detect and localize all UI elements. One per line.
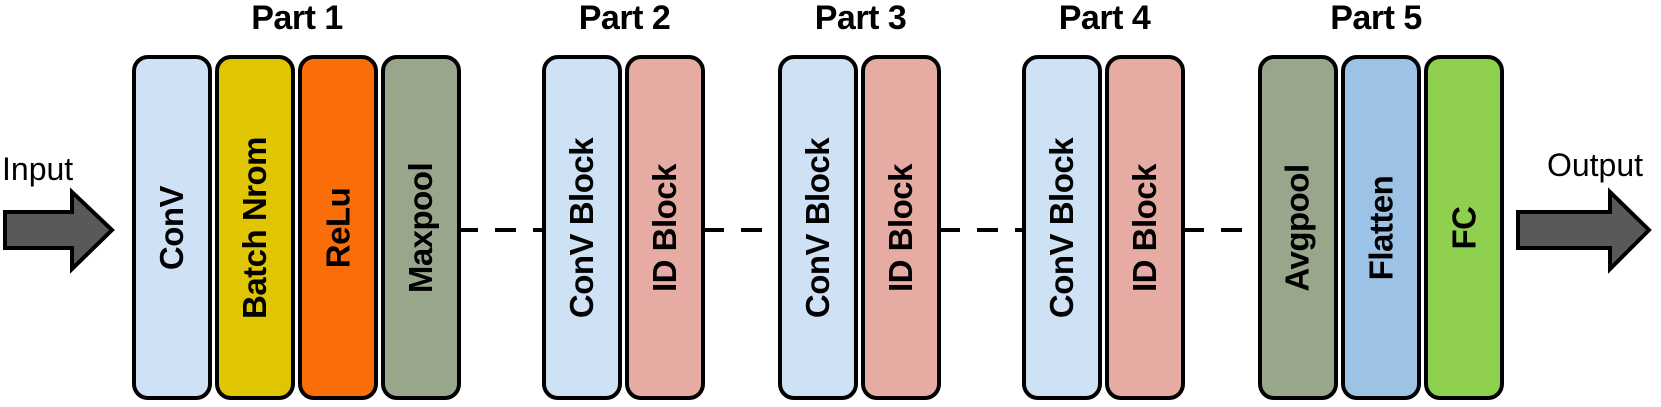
layer-block-label: ConV Block — [799, 137, 837, 318]
layer-block-id-block-part4: ID Block — [1105, 55, 1185, 400]
layer-block-conv-block-part2: ConV Block — [542, 55, 622, 400]
input-label: Input — [2, 151, 74, 187]
part-4-label: Part 4 — [1058, 0, 1151, 37]
layer-block-id-block-part3: ID Block — [861, 55, 941, 400]
output-label: Output — [1546, 147, 1644, 183]
part-3-label: Part 3 — [814, 0, 907, 37]
layer-block-label: ConV Block — [563, 137, 601, 318]
layer-block-avgpool: Avgpool — [1258, 55, 1338, 400]
part-5-label: Part 5 — [1330, 0, 1422, 37]
layer-block-label: ReLu — [319, 187, 356, 268]
part-2-label: Part 2 — [578, 0, 671, 37]
layer-block-maxpool: Maxpool — [381, 55, 461, 400]
output-arrow-icon — [1516, 187, 1652, 274]
layer-block-label: Flatten — [1362, 175, 1400, 280]
layer-block-conv-block-part4: ConV Block — [1022, 55, 1102, 400]
layer-block-fc: FC — [1424, 55, 1504, 400]
layer-block-id-block-part2: ID Block — [625, 55, 705, 400]
layer-block-label: ConV Block — [1043, 137, 1081, 318]
part-1-label: Part 1 — [251, 0, 343, 37]
layer-block-label: Batch Nrom — [236, 136, 273, 319]
layer-block-flatten: Flatten — [1341, 55, 1421, 400]
layer-block-label: ConV — [153, 185, 191, 270]
layer-block-label: ID Block — [1126, 163, 1164, 292]
layer-block-batch-norm: Batch Nrom — [215, 55, 295, 400]
layer-block-conv-block-part3: ConV Block — [778, 55, 858, 400]
input-arrow-icon — [3, 187, 115, 274]
layer-block-label: ID Block — [882, 163, 920, 292]
layer-block-conv: ConV — [132, 55, 212, 400]
layer-block-relu: ReLu — [298, 55, 378, 400]
layer-block-label: ID Block — [646, 163, 684, 292]
layer-block-label: FC — [1445, 206, 1482, 249]
layer-block-label: Maxpool — [402, 162, 439, 293]
layer-block-label: Avgpool — [1279, 163, 1317, 292]
